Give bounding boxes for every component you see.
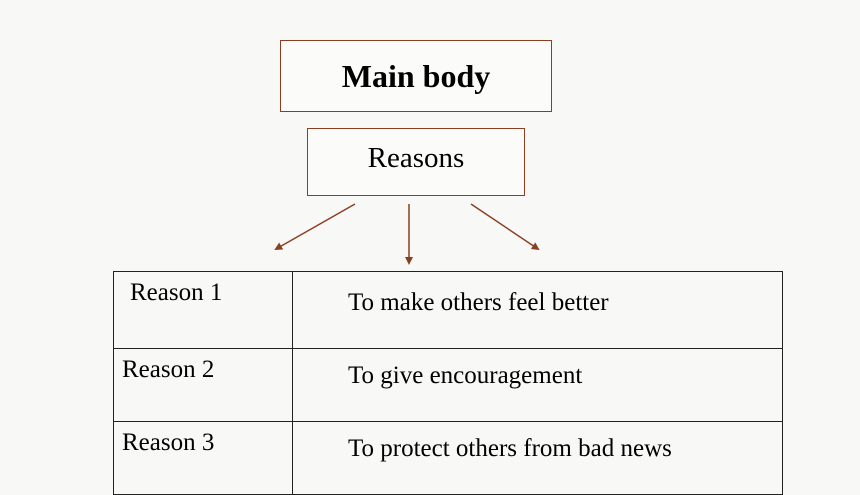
reason-3-label: Reason 3 xyxy=(113,421,293,495)
main-body-box: Main body xyxy=(280,40,552,112)
reason-2-label: Reason 2 xyxy=(113,348,293,422)
table-row: Reason 1 To make others feel better xyxy=(113,271,783,349)
arrow-right xyxy=(470,203,540,251)
reason-2-text: To give encouragement xyxy=(292,348,783,422)
reasons-title: Reasons xyxy=(367,141,465,174)
table-row: Reason 2 To give encouragement xyxy=(113,348,783,422)
reasons-box: Reasons xyxy=(307,128,525,196)
arrow-left xyxy=(274,203,356,250)
reasons-table: Reason 1 To make others feel better Reas… xyxy=(113,271,783,495)
reason-1-text: To make others feel better xyxy=(292,271,783,349)
reason-1-label: Reason 1 xyxy=(113,271,293,349)
main-body-title: Main body xyxy=(341,57,491,94)
